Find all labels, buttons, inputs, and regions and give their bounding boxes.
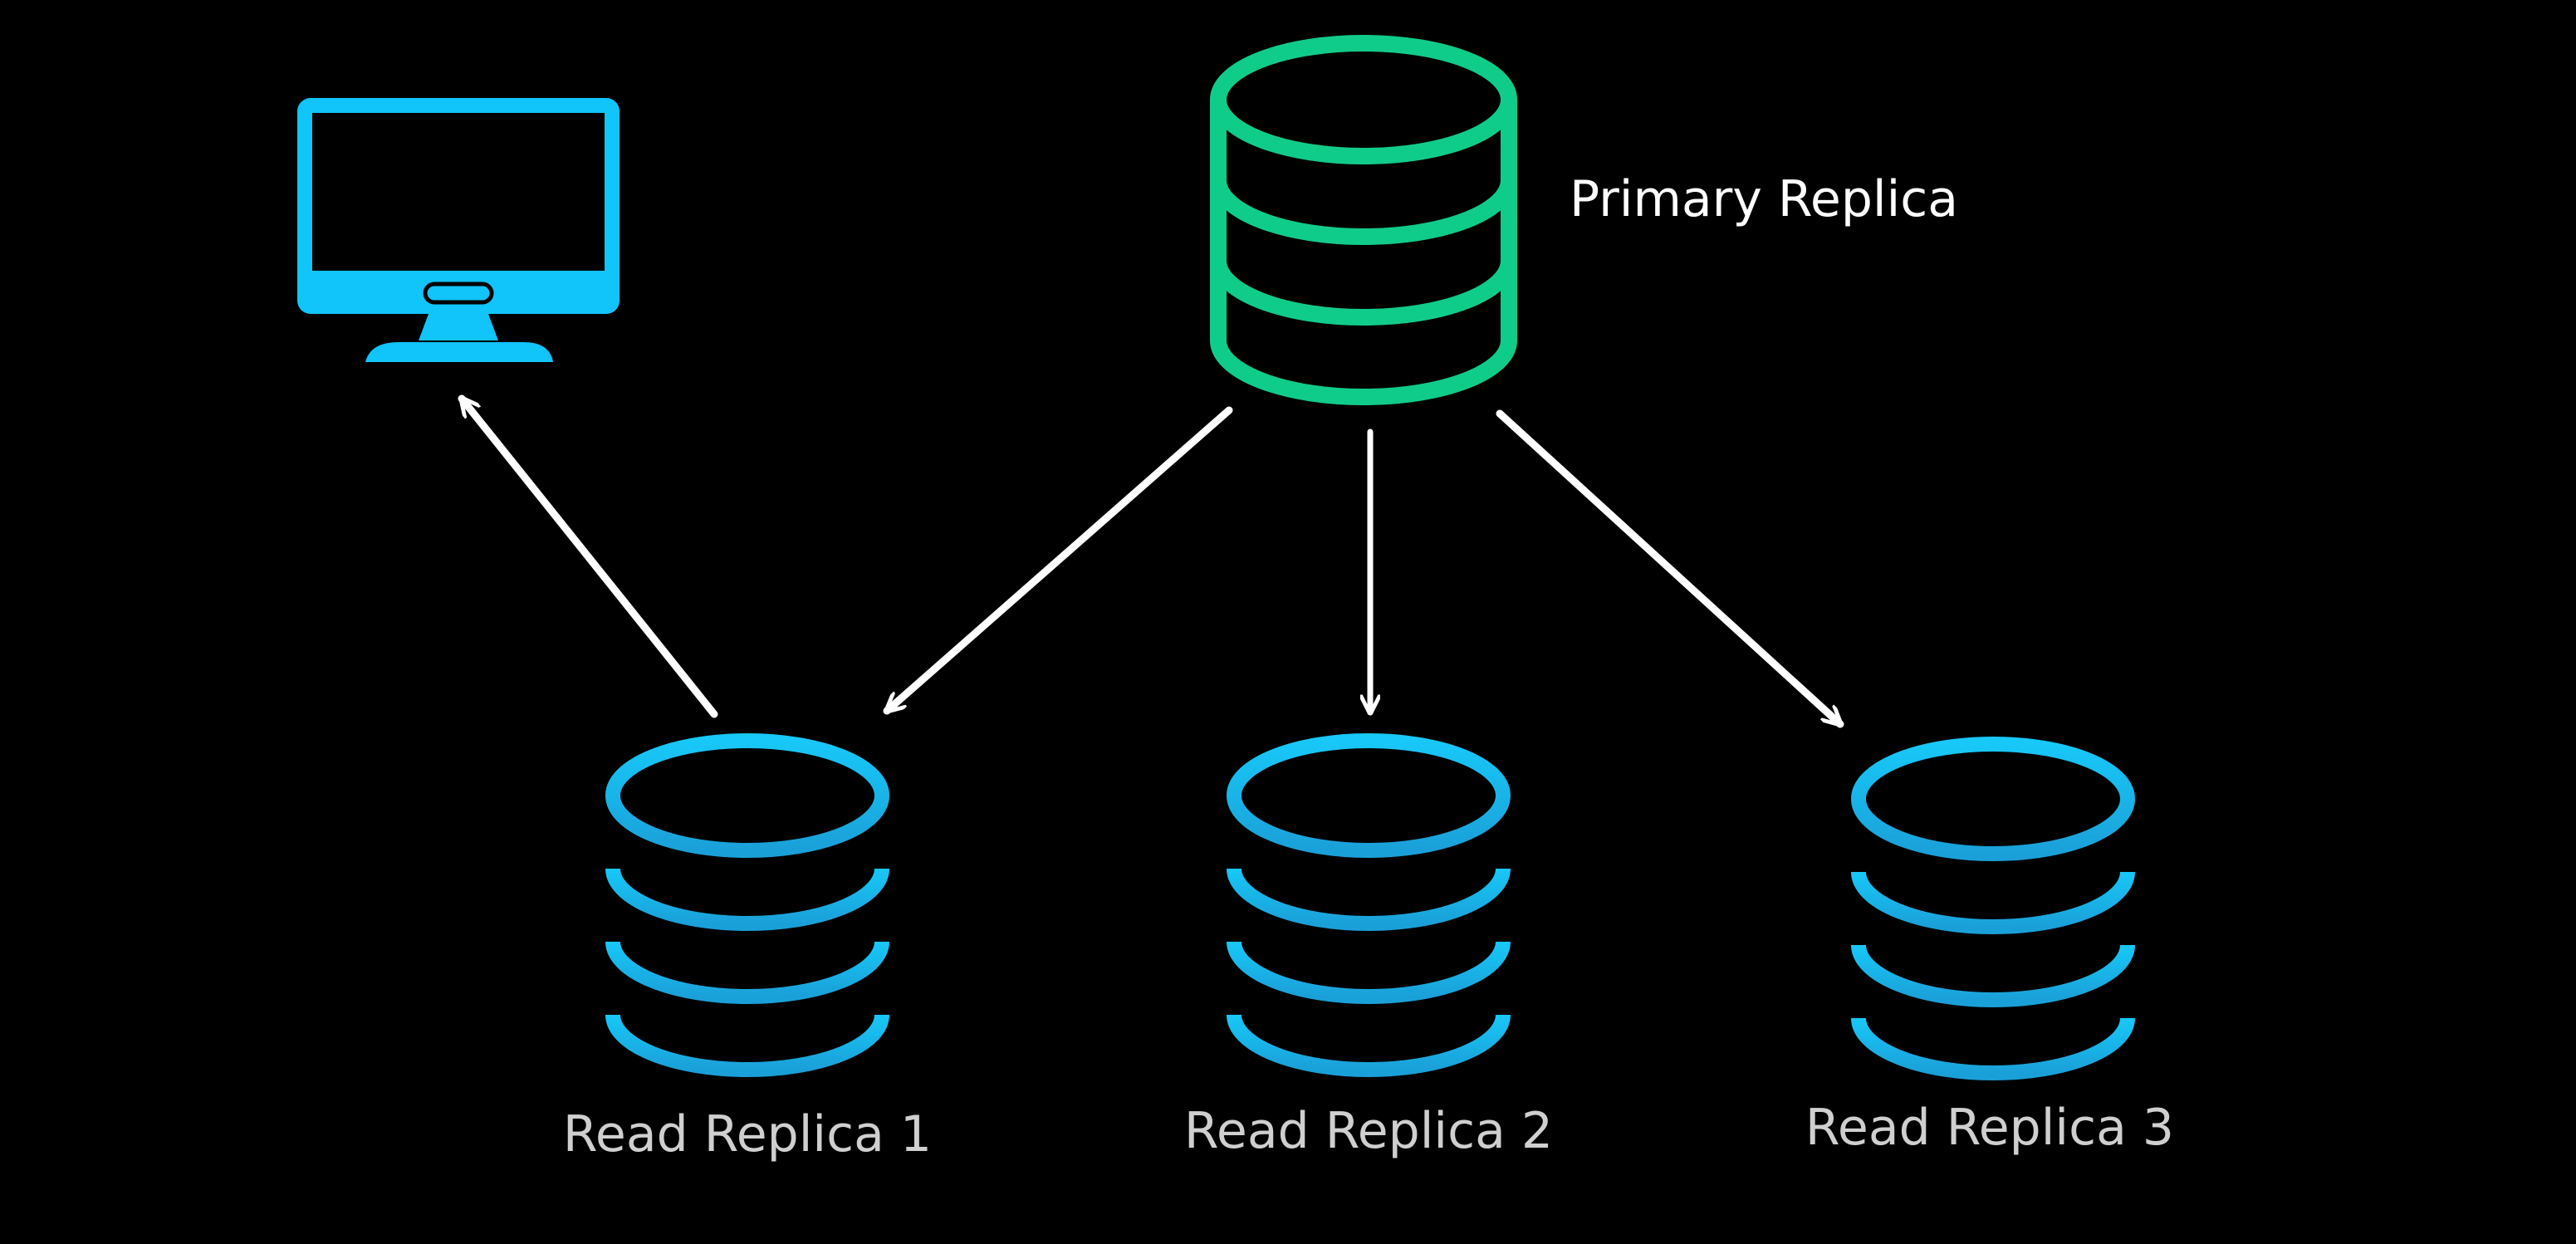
arrow-replica-1-to-client — [458, 394, 718, 718]
database-icon — [605, 733, 889, 1077]
primary-replica-label: Primary Replica — [1570, 170, 1958, 228]
database-icon — [1227, 733, 1511, 1077]
arrow-primary-to-replica-3 — [1496, 409, 1844, 728]
read-replica-1-label: Read Replica 1 — [563, 1105, 932, 1163]
desktop-monitor-icon — [297, 98, 620, 362]
read-replica-2-label: Read Replica 2 — [1184, 1102, 1553, 1160]
database-icon — [1851, 737, 2135, 1080]
database-icon — [1210, 35, 1517, 405]
read-replica-3-label: Read Replica 3 — [1805, 1099, 2174, 1157]
arrow-primary-to-replica-1 — [883, 406, 1233, 715]
